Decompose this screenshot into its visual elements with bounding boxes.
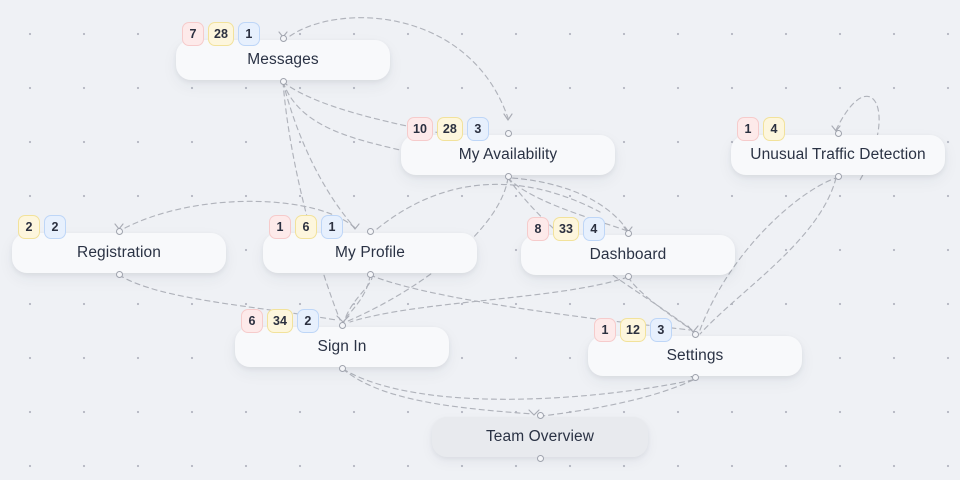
node-card-my-profile[interactable]: My Profile bbox=[263, 233, 477, 273]
node-handle-bottom[interactable] bbox=[115, 271, 123, 278]
badge-blue[interactable]: 2 bbox=[44, 215, 66, 239]
node-handle-top[interactable] bbox=[115, 228, 123, 235]
node-card-team-overview[interactable]: Team Overview bbox=[432, 417, 648, 457]
edge-sign-in-to-team-overview bbox=[342, 368, 534, 415]
node-label: Unusual Traffic Detection bbox=[750, 146, 926, 163]
badge-yellow[interactable]: 12 bbox=[620, 318, 646, 342]
edge-messages-to-sign-in bbox=[282, 81, 341, 321]
node-label: Dashboard bbox=[589, 246, 667, 263]
edge-my-profile-to-sign-in bbox=[343, 274, 371, 321]
node-label: My Availability bbox=[458, 146, 558, 163]
badge-yellow[interactable]: 6 bbox=[295, 215, 317, 239]
node-handle-bottom[interactable] bbox=[504, 173, 512, 180]
node-handle-bottom[interactable] bbox=[338, 365, 346, 372]
node-handle-bottom[interactable] bbox=[279, 78, 287, 85]
badge-yellow[interactable]: 33 bbox=[553, 217, 579, 241]
node-handle-bottom[interactable] bbox=[691, 374, 699, 381]
node-label: My Profile bbox=[335, 244, 405, 261]
edge-settings-to-team-overview bbox=[541, 379, 694, 417]
edge-arrowhead bbox=[503, 113, 513, 121]
node-label: Team Overview bbox=[485, 428, 595, 445]
node-handle-bottom[interactable] bbox=[834, 173, 842, 180]
node-handle-bottom[interactable] bbox=[366, 271, 374, 278]
node-card-messages[interactable]: Messages bbox=[176, 40, 390, 80]
badge-blue[interactable]: 2 bbox=[296, 309, 319, 333]
node-card-settings[interactable]: Settings bbox=[588, 336, 802, 376]
badge-yellow[interactable]: 34 bbox=[267, 309, 293, 333]
node-handle-top[interactable] bbox=[504, 130, 512, 137]
edge-dashboard-to-sign-in2 bbox=[349, 276, 629, 323]
node-card-unusual-traffic-detection[interactable]: Unusual Traffic Detection bbox=[731, 135, 945, 175]
badge-blue[interactable]: 3 bbox=[466, 117, 489, 141]
node-label: Settings bbox=[666, 347, 724, 364]
node-handle-top[interactable] bbox=[338, 322, 346, 329]
node-handle-top[interactable] bbox=[366, 228, 374, 235]
badge-red[interactable]: 6 bbox=[241, 309, 263, 333]
node-team-overview[interactable]: Team Overview bbox=[432, 412, 648, 462]
node-handle-top[interactable] bbox=[624, 230, 632, 237]
badge-blue[interactable]: 3 bbox=[649, 318, 672, 342]
edge-messages-to-my-availability bbox=[282, 81, 409, 153]
node-label: Registration bbox=[77, 244, 161, 261]
badge-yellow[interactable]: 2 bbox=[18, 215, 40, 239]
node-handle-bottom[interactable] bbox=[536, 455, 544, 462]
badge-red[interactable]: 10 bbox=[407, 117, 433, 141]
node-handle-top[interactable] bbox=[691, 331, 699, 338]
node-card-sign-in[interactable]: Sign In bbox=[235, 327, 449, 367]
badge-red[interactable]: 1 bbox=[269, 215, 291, 239]
node-label: Sign In bbox=[317, 338, 367, 355]
node-card-my-availability[interactable]: My Availability bbox=[401, 135, 615, 175]
badge-red[interactable]: 8 bbox=[527, 217, 549, 241]
badge-blue[interactable]: 1 bbox=[237, 22, 260, 46]
badge-yellow[interactable]: 28 bbox=[436, 117, 463, 141]
badge-yellow[interactable]: 28 bbox=[208, 22, 234, 46]
node-card-registration[interactable]: Registration bbox=[12, 233, 226, 273]
edge-arrowhead bbox=[350, 223, 360, 230]
node-label: Messages bbox=[247, 51, 319, 68]
edge-messages-to-my-profile bbox=[282, 81, 356, 229]
badge-red[interactable]: 1 bbox=[594, 318, 616, 342]
node-handle-top[interactable] bbox=[536, 412, 544, 419]
badge-red[interactable]: 1 bbox=[737, 117, 759, 141]
badge-blue[interactable]: 4 bbox=[582, 217, 605, 241]
badge-yellow[interactable]: 4 bbox=[763, 117, 785, 141]
node-card-dashboard[interactable]: Dashboard bbox=[521, 235, 735, 275]
badge-blue[interactable]: 1 bbox=[321, 215, 343, 239]
node-handle-bottom[interactable] bbox=[624, 273, 632, 280]
node-handle-top[interactable] bbox=[834, 130, 842, 137]
node-handle-top[interactable] bbox=[279, 35, 287, 42]
badge-red[interactable]: 7 bbox=[182, 22, 204, 46]
edge-sign-in-to-my-profile2 bbox=[342, 277, 373, 326]
